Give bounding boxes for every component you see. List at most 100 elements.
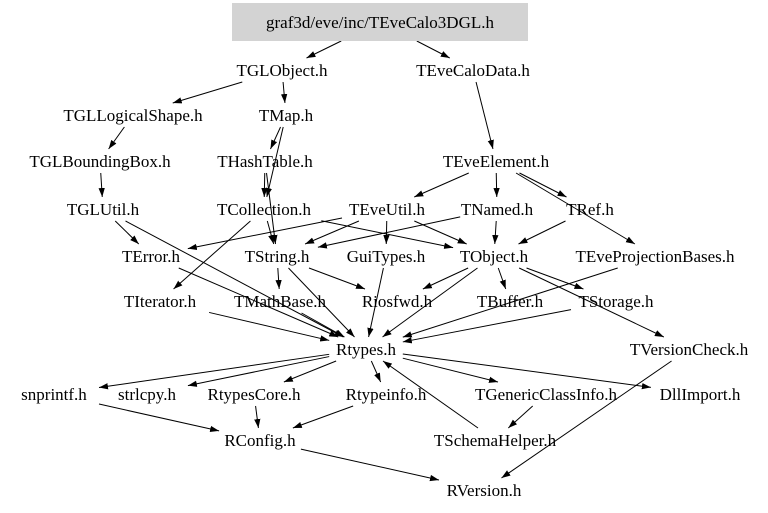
edge-terror-to-rtypes bbox=[178, 267, 339, 338]
edge-tmap-to-thashtable bbox=[270, 126, 281, 150]
node-tgenericclassinfo[interactable]: TGenericClassInfo.h bbox=[475, 385, 618, 404]
edge-tevecalodata-to-teveelement bbox=[475, 81, 494, 150]
edge-tschemahelper-to-rtypes bbox=[382, 360, 479, 429]
node-tmap[interactable]: TMap.h bbox=[259, 106, 314, 125]
node-tmathbase[interactable]: TMathBase.h bbox=[234, 292, 327, 311]
root-node-box bbox=[232, 3, 528, 41]
node-tgllogicalshape[interactable]: TGLLogicalShape.h bbox=[63, 106, 203, 125]
node-label: RtypesCore.h bbox=[207, 385, 301, 404]
node-tschemahelper[interactable]: TSchemaHelper.h bbox=[434, 431, 557, 450]
edge-teveutil-to-tobject bbox=[414, 220, 467, 245]
node-tstorage[interactable]: TStorage.h bbox=[578, 292, 654, 311]
edge-teveelement-to-teveutil bbox=[414, 172, 469, 198]
edge-tgenericclassinfo-to-tschemahelper bbox=[507, 405, 534, 429]
node-terror[interactable]: TError.h bbox=[122, 247, 181, 266]
node-strlcpy[interactable]: strlcpy.h bbox=[118, 385, 176, 404]
edge-snprintf-to-rconfig bbox=[98, 403, 220, 432]
edge-rtypes-to-dllimport bbox=[402, 353, 651, 390]
node-tglboundingbox[interactable]: TGLBoundingBox.h bbox=[29, 152, 171, 171]
node-label: snprintf.h bbox=[21, 385, 87, 404]
node-teveprojectionbases[interactable]: TEveProjectionBases.h bbox=[575, 247, 735, 266]
node-teveutil[interactable]: TEveUtil.h bbox=[349, 200, 426, 219]
node-label: GuiTypes.h bbox=[347, 247, 426, 266]
node-label: TGenericClassInfo.h bbox=[475, 385, 618, 404]
node-label: TMap.h bbox=[259, 106, 314, 125]
node-label: TRef.h bbox=[566, 200, 614, 219]
node-tnamed[interactable]: TNamed.h bbox=[461, 200, 534, 219]
edge-tobject-to-tstorage bbox=[526, 267, 584, 290]
edge-tcollection-to-tobject bbox=[321, 220, 454, 249]
node-tglobject[interactable]: TGLObject.h bbox=[236, 61, 328, 80]
edge-teveutil-to-terror bbox=[187, 217, 343, 251]
edge-rtypes-to-strlcpy bbox=[187, 356, 330, 387]
edge-tversioncheck-to-rversion bbox=[501, 360, 672, 479]
edge-thashtable-to-tcollection bbox=[261, 172, 268, 198]
edge-tobject-to-rtypes bbox=[382, 267, 478, 338]
node-tobject[interactable]: TObject.h bbox=[460, 247, 529, 266]
node-label: TMathBase.h bbox=[234, 292, 327, 311]
edge-tref-to-tobject bbox=[518, 220, 566, 245]
node-teveelement[interactable]: TEveElement.h bbox=[443, 152, 550, 171]
node-dllimport[interactable]: DllImport.h bbox=[660, 385, 741, 404]
node-label: TError.h bbox=[122, 247, 181, 266]
edge-tobject-to-riosfwd bbox=[422, 267, 469, 290]
node-tstring[interactable]: TString.h bbox=[245, 247, 310, 266]
edge-tglobject-to-tmap bbox=[280, 81, 288, 104]
edge-tnamed-to-tstring bbox=[317, 216, 461, 249]
node-label: TCollection.h bbox=[217, 200, 311, 219]
edge-teveelement-to-tref bbox=[519, 172, 567, 198]
node-rversion[interactable]: RVersion.h bbox=[447, 481, 522, 500]
edge-tobject-to-tversioncheck bbox=[518, 267, 665, 338]
node-tref[interactable]: TRef.h bbox=[566, 200, 614, 219]
edge-tglobject-to-tgllogicalshape bbox=[172, 81, 243, 104]
edge-teveutil-to-tstring bbox=[304, 220, 360, 245]
node-label: TGLBoundingBox.h bbox=[29, 152, 171, 171]
node-label: graf3d/eve/inc/TEveCalo3DGL.h bbox=[266, 13, 495, 32]
node-label: TEveProjectionBases.h bbox=[575, 247, 735, 266]
node-rconfig[interactable]: RConfig.h bbox=[224, 431, 296, 450]
node-rtypescore[interactable]: RtypesCore.h bbox=[207, 385, 301, 404]
node-label: TGLLogicalShape.h bbox=[63, 106, 203, 125]
edge-teveprojectionbases-to-rtypes bbox=[402, 267, 618, 338]
edge-thashtable-to-tstring bbox=[266, 172, 278, 245]
node-guitypes[interactable]: GuiTypes.h bbox=[347, 247, 426, 266]
node-label: TStorage.h bbox=[578, 292, 654, 311]
node-label: strlcpy.h bbox=[118, 385, 176, 404]
node-tversioncheck[interactable]: TVersionCheck.h bbox=[630, 340, 749, 359]
node-tglutil[interactable]: TGLUtil.h bbox=[67, 200, 140, 219]
edge-tobject-to-tbuffer bbox=[497, 267, 507, 290]
node-label: TGLUtil.h bbox=[67, 200, 140, 219]
node-riosfwd[interactable]: Riosfwd.h bbox=[362, 292, 433, 311]
edge-rtypes-to-snprintf bbox=[98, 353, 330, 390]
node-label: TIterator.h bbox=[124, 292, 197, 311]
node-titerator[interactable]: TIterator.h bbox=[124, 292, 197, 311]
node-snprintf[interactable]: snprintf.h bbox=[21, 385, 87, 404]
edge-tgllogicalshape-to-tglboundingbox bbox=[108, 126, 125, 150]
edge-tstorage-to-rtypes bbox=[402, 309, 572, 344]
node-tbuffer[interactable]: TBuffer.h bbox=[477, 292, 544, 311]
edge-tstring-to-rtypes bbox=[288, 267, 355, 338]
edge-tmap-to-tcollection bbox=[265, 126, 284, 198]
node-rtypes[interactable]: Rtypes.h bbox=[336, 340, 396, 359]
node-rtypeinfo[interactable]: Rtypeinfo.h bbox=[346, 385, 427, 404]
edge-tglutil-to-terror bbox=[114, 220, 140, 245]
edge-root-to-tevecalodata bbox=[416, 40, 450, 59]
edge-tglutil-to-rtypes bbox=[125, 220, 344, 338]
edge-guitypes-to-rtypes bbox=[367, 267, 384, 338]
node-label: Riosfwd.h bbox=[362, 292, 433, 311]
node-tcollection[interactable]: TCollection.h bbox=[217, 200, 311, 219]
nodes-layer: graf3d/eve/inc/TEveCalo3DGL.hTGLObject.h… bbox=[21, 3, 749, 500]
edge-tglboundingbox-to-tglutil bbox=[98, 172, 105, 198]
node-label: Rtypeinfo.h bbox=[346, 385, 427, 404]
edge-root-to-tglobject bbox=[306, 40, 342, 59]
node-label: TSchemaHelper.h bbox=[434, 431, 557, 450]
node-label: TEveCaloData.h bbox=[416, 61, 530, 80]
node-tevecalodata[interactable]: TEveCaloData.h bbox=[416, 61, 530, 80]
edge-teveelement-to-teveprojectionbases bbox=[515, 172, 636, 245]
node-label: TObject.h bbox=[460, 247, 529, 266]
node-label: TGLObject.h bbox=[236, 61, 328, 80]
node-root[interactable]: graf3d/eve/inc/TEveCalo3DGL.h bbox=[232, 3, 528, 41]
node-label: TBuffer.h bbox=[477, 292, 544, 311]
node-thashtable[interactable]: THashTable.h bbox=[217, 152, 313, 171]
